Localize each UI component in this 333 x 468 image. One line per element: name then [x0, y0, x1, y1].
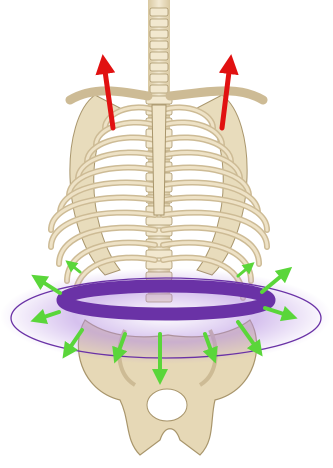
vertebra [150, 19, 168, 27]
vertebra [150, 30, 168, 38]
vertebra [150, 41, 168, 49]
vertebra [150, 63, 168, 71]
vertebra [150, 8, 168, 16]
vertebra [150, 52, 168, 60]
vertebra [150, 74, 168, 82]
vertebra [146, 261, 172, 269]
pelvic-opening [147, 389, 187, 421]
sternum [152, 105, 166, 215]
vertebra [150, 85, 168, 93]
vertebra [146, 217, 172, 225]
